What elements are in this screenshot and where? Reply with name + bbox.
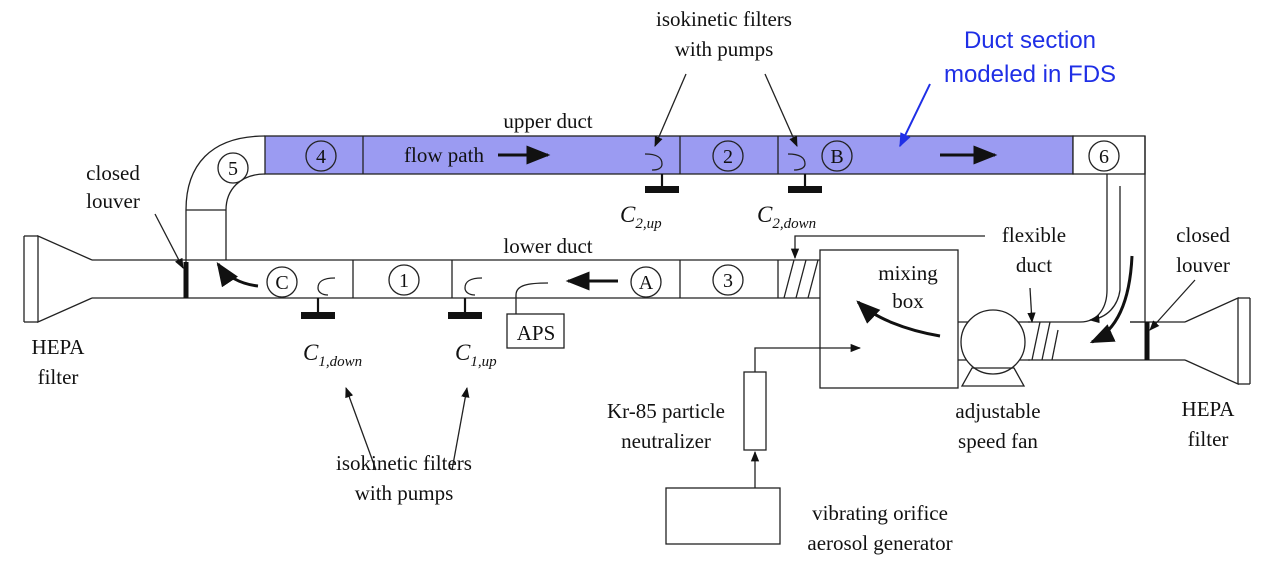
sampler-c2up-base: C [620, 202, 636, 227]
hepa-filter-right [1184, 296, 1239, 386]
hepa-right-line1: HEPA [1182, 397, 1236, 421]
closed-louver-left-line1: closed [86, 161, 140, 185]
aerosol-generator [665, 487, 781, 545]
sampler-c2down-base: C [757, 202, 773, 227]
flexible-duct-line1: flexible [1002, 223, 1066, 247]
sampler-c2up: C2,up [620, 202, 662, 232]
circle-c: C [275, 272, 288, 294]
sampler-c1up-sub: 1,up [470, 354, 497, 370]
flexible-duct-line2: duct [1016, 253, 1052, 277]
probe-c1up [448, 277, 483, 319]
flow-arrow-right-down [1089, 255, 1134, 344]
sampler-c1down-base: C [303, 340, 319, 365]
mixing-box-line1: mixing [878, 261, 938, 285]
flow-arrow-right-return [1088, 186, 1121, 324]
probe-c1down [301, 277, 336, 319]
fds-annotation-line1: Duct section [964, 27, 1096, 54]
probe-c2down [787, 153, 822, 193]
probe-c2up [644, 153, 679, 193]
sampler-c2up-sub: 2,up [635, 216, 662, 232]
sampler-c2down: C2,down [757, 202, 816, 232]
fds-annotation-line2: modeled in FDS [944, 61, 1116, 88]
neutralizer-line2: neutralizer [621, 429, 711, 453]
sampler-c1down: C1,down [303, 340, 362, 370]
circle-b: B [830, 146, 843, 168]
fan-line2: speed fan [958, 429, 1038, 453]
sampler-c1up: C1,up [455, 340, 497, 370]
flexible-duct-hatch-right [1031, 321, 1059, 361]
iso-top-line2: with pumps [675, 37, 774, 61]
aps-box [506, 313, 565, 349]
generator-line1: vibrating orifice [812, 501, 948, 525]
circle-4: 4 [316, 146, 326, 168]
circle-3: 3 [723, 270, 733, 292]
aps-label: APS [517, 321, 556, 345]
flexible-duct-hatch-left [783, 259, 819, 299]
lower-duct-label: lower duct [503, 234, 592, 258]
mixing-box-line2: box [892, 289, 924, 313]
circle-markers: 1 2 3 4 5 6 A B C [217, 140, 1120, 298]
closed-louver-right-line1: closed [1176, 223, 1230, 247]
closed-louver-left-line2: louver [86, 189, 140, 213]
circle-2: 2 [723, 146, 733, 168]
left-elbow [185, 135, 266, 298]
fan-line1: adjustable [955, 399, 1040, 423]
hepa-left-line2: filter [38, 365, 79, 389]
flow-arrow-elbow [216, 262, 259, 288]
circle-5: 5 [228, 158, 238, 180]
hepa-left-line1: HEPA [32, 335, 86, 359]
flow-path-label: flow path [404, 143, 484, 167]
neutralizer-line1: Kr-85 particle [607, 399, 725, 423]
sampler-c1down-sub: 1,down [318, 354, 362, 370]
fan-housing [960, 309, 1026, 375]
closed-louver-right-line2: louver [1176, 253, 1230, 277]
circle-1: 1 [399, 270, 409, 292]
circle-a: A [639, 272, 654, 294]
kr85-neutralizer [743, 371, 767, 451]
upper-duct-label: upper duct [503, 109, 592, 133]
flow-arrow-mixing [856, 300, 941, 338]
sampler-c2down-sub: 2,down [772, 216, 816, 232]
mixing-box [819, 249, 959, 389]
iso-top-line1: isokinetic filters [656, 7, 792, 31]
hepa-filter-left [37, 234, 93, 324]
circle-6: 6 [1099, 146, 1109, 168]
generator-line2: aerosol generator [807, 531, 952, 555]
iso-bottom-line2: with pumps [355, 481, 454, 505]
iso-bottom-line1: isokinetic filters [336, 451, 472, 475]
sampler-c1up-base: C [455, 340, 471, 365]
hepa-right-line2: filter [1188, 427, 1229, 451]
upper-duct-fds-section [264, 135, 1074, 175]
